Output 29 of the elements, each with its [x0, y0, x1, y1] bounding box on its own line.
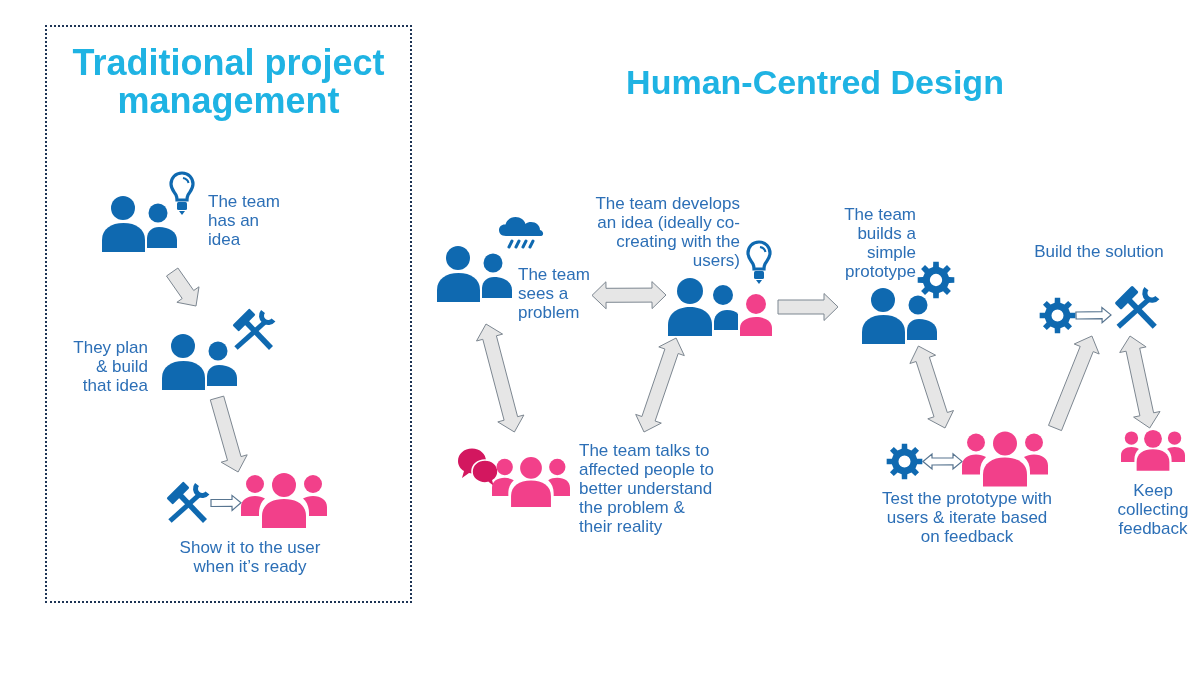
dotted-panel [45, 25, 412, 603]
block-arrow [166, 267, 200, 307]
step-description: Test the prototype with users & iterate based on feedback [880, 489, 1054, 546]
hollow-arrow [1075, 306, 1112, 324]
hollow-arrow [922, 452, 963, 471]
step-description: Show it to the user when it’s ready [178, 538, 322, 576]
people-group-icon [241, 472, 327, 528]
diagram-title: Human-Centred Design [625, 62, 1005, 102]
step-description: They plan & build that idea [72, 338, 148, 395]
block-arrow [909, 345, 954, 429]
gear-icon [1039, 297, 1076, 334]
people-group-icon [962, 430, 1048, 487]
gear-icon [886, 443, 923, 480]
step-description: The team develops an idea (ideally co-creating with the users) [594, 194, 740, 270]
step-description: Keep collecting feedback [1116, 481, 1190, 538]
block-arrow [1048, 335, 1100, 432]
block-arrow [476, 323, 525, 433]
block-arrow [1119, 335, 1161, 429]
block-arrow [777, 293, 839, 321]
hollow-arrow [210, 494, 242, 512]
step-description: Build the solution [1033, 242, 1165, 261]
block-arrow [209, 395, 248, 473]
step-description: The team talks to affected people to better understand the problem & their reality [579, 441, 715, 536]
step-description: The team builds a simple prototype [843, 205, 916, 281]
block-arrow [635, 337, 685, 433]
step-description: The team sees a problem [518, 265, 591, 322]
panel-heading: Traditional project management [71, 44, 386, 120]
step-description: The team has an idea [208, 192, 281, 249]
block-arrow [591, 281, 667, 310]
